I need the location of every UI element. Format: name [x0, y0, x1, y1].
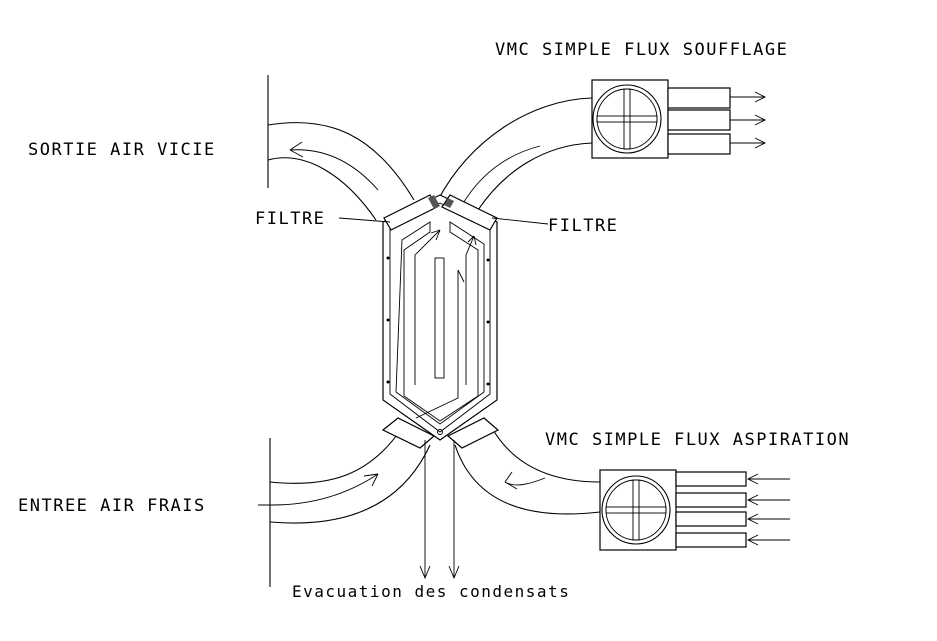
filter-right-block: [441, 194, 498, 231]
label-sortie-air-vicie: SORTIE AIR VICIE: [28, 140, 216, 160]
duct-fresh-air-inlet: [269, 427, 431, 524]
label-entree-air-frais: ENTREE AIR FRAIS: [18, 496, 206, 516]
condensate-drain: [419, 440, 460, 580]
outlet-block-bottom-left: [381, 417, 436, 449]
label-filtre-right: FILTRE: [548, 216, 618, 236]
outlet-block-bottom-right: [446, 417, 500, 449]
duct-extract-inlet: [454, 427, 601, 515]
label-vmc-soufflage: VMC SIMPLE FLUX SOUFFLAGE: [495, 40, 788, 60]
label-vmc-aspiration: VMC SIMPLE FLUX ASPIRATION: [545, 430, 850, 450]
duct-supply-outlet: [437, 97, 593, 211]
vmc-soufflage-unit: [591, 79, 767, 159]
leader-filtre-left: [338, 217, 391, 223]
heat-exchanger: [382, 194, 498, 441]
label-filtre-left: FILTRE: [255, 209, 325, 229]
label-condensats: Evacuation des condensats: [292, 582, 570, 601]
duct-exhaust-outlet: [267, 122, 415, 221]
fan-icon: [592, 84, 662, 154]
leader-filtre-right: [491, 217, 549, 225]
vmc-aspiration-unit: [599, 469, 790, 551]
fan-icon: [601, 475, 671, 545]
filter-left-block: [383, 194, 440, 231]
